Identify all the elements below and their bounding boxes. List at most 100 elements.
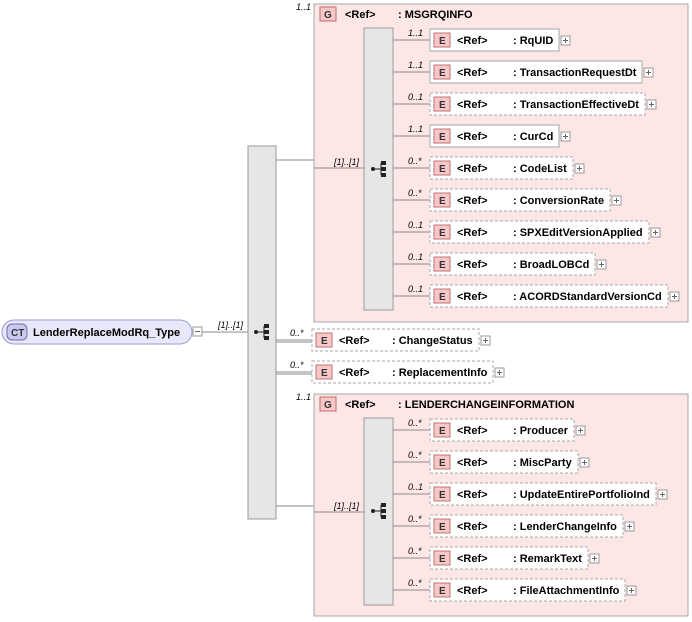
expand-icon[interactable] <box>624 521 635 532</box>
element-cardinality: 0..* <box>408 156 422 166</box>
element-node[interactable]: E<Ref>: ACORDStandardVersionCd <box>429 284 669 308</box>
element-cardinality: 0..* <box>290 328 304 338</box>
expand-icon[interactable] <box>560 35 571 46</box>
group2-name: : LENDERCHANGEINFORMATION <box>398 399 574 411</box>
element-cardinality: 0..* <box>408 546 422 556</box>
element-node[interactable]: E<Ref>: ChangeStatus <box>311 328 480 352</box>
element-node[interactable]: E<Ref>: TransactionRequestDt <box>429 60 643 84</box>
element-ref-label: <Ref> <box>457 457 488 469</box>
element-node[interactable]: E <Ref> : MiscParty <box>429 450 579 474</box>
element-node[interactable]: E<Ref>: CurCd <box>429 124 560 148</box>
svg-text:E: E <box>439 554 446 565</box>
element-cardinality: 1..1 <box>408 60 423 70</box>
element-node[interactable]: E<Ref>: FileAttachmentInfo <box>429 578 626 602</box>
element-ref-label: <Ref> <box>339 367 370 379</box>
element-badge: E <box>315 364 333 380</box>
element-cardinality: 0..* <box>408 450 422 460</box>
element-name: : FileAttachmentInfo <box>513 585 620 597</box>
element-name: : ConversionRate <box>513 195 604 207</box>
expand-icon[interactable] <box>579 457 590 468</box>
element-name: : MiscParty <box>513 457 573 469</box>
svg-text:E: E <box>439 292 446 303</box>
element-name: : CodeList <box>513 163 567 175</box>
element-name: : ACORDStandardVersionCd <box>513 291 662 303</box>
element-node[interactable]: E <Ref> : TransactionEffectiveDt <box>429 92 646 116</box>
element-node[interactable]: E<Ref>: ReplacementInfo <box>311 360 494 384</box>
group1-cardinality: 1..1 <box>296 2 311 12</box>
svg-text:G: G <box>324 10 332 21</box>
element-ref-label: <Ref> <box>457 425 488 437</box>
svg-text:E: E <box>439 586 446 597</box>
element-name: : RemarkText <box>513 553 582 565</box>
svg-text:E: E <box>439 164 446 175</box>
expand-icon[interactable] <box>669 291 680 302</box>
element-node[interactable]: E <Ref> : LenderChangeInfo <box>429 514 624 538</box>
group2-seq-cardinality: [1]..[1] <box>333 501 360 511</box>
expand-icon[interactable] <box>589 553 600 564</box>
element-node[interactable]: E<Ref>: BroadLOBCd <box>429 252 596 276</box>
element-name: : UpdateEntirePortfolioInd <box>513 489 650 501</box>
element-badge: E <box>433 518 451 534</box>
svg-text:E: E <box>439 522 446 533</box>
expand-icon[interactable] <box>626 585 637 596</box>
element-cardinality: 1..1 <box>408 28 423 38</box>
expand-icon[interactable] <box>611 195 622 206</box>
group1-name: : MSGRQINFO <box>398 9 473 21</box>
expand-icon[interactable] <box>650 227 661 238</box>
element-badge: E <box>433 128 451 144</box>
complex-type-name: LenderReplaceModRq_Type <box>33 327 180 339</box>
complex-type-node[interactable]: CT LenderReplaceModRq_Type <box>1 319 193 345</box>
element-ref-label: <Ref> <box>457 489 488 501</box>
element-cardinality: 0..1 <box>408 92 423 102</box>
element-cardinality: 1..1 <box>408 124 423 134</box>
element-ref-label: <Ref> <box>457 99 488 111</box>
svg-text:G: G <box>324 400 332 411</box>
element-ref-label: <Ref> <box>457 163 488 175</box>
element-badge: E <box>433 288 451 304</box>
element-ref-label: <Ref> <box>457 259 488 271</box>
svg-text:E: E <box>321 336 328 347</box>
element-badge: E <box>433 192 451 208</box>
element-node[interactable]: E<Ref>: RemarkText <box>429 546 589 570</box>
element-node[interactable]: E <Ref> : CodeList <box>429 156 574 180</box>
element-badge: E <box>433 224 451 240</box>
element-badge: E <box>433 96 451 112</box>
expand-icon[interactable] <box>596 259 607 270</box>
group2-cardinality: 1..1 <box>296 392 311 402</box>
group-badge: G <box>319 396 337 412</box>
expand-icon[interactable] <box>575 425 586 436</box>
element-node[interactable]: E<Ref>: ConversionRate <box>429 188 611 212</box>
element-node[interactable]: E<Ref>: UpdateEntirePortfolioInd <box>429 482 657 506</box>
expand-icon[interactable] <box>574 163 585 174</box>
element-name: : TransactionRequestDt <box>513 67 637 79</box>
svg-text:E: E <box>439 458 446 469</box>
element-name: : ChangeStatus <box>392 335 473 347</box>
group1-sequence-icon <box>371 161 386 177</box>
element-name: : TransactionEffectiveDt <box>513 99 639 111</box>
element-cardinality: 0..1 <box>408 284 423 294</box>
svg-text:E: E <box>439 196 446 207</box>
expand-icon[interactable] <box>657 489 668 500</box>
element-node[interactable]: E<Ref>: RqUID <box>429 28 560 52</box>
ct-badge: CT <box>11 328 24 339</box>
element-node[interactable]: E<Ref>: SPXEditVersionApplied <box>429 220 650 244</box>
element-node[interactable]: E<Ref>: Producer <box>429 418 575 442</box>
ct-expand-icon[interactable] <box>192 326 203 337</box>
element-badge: E <box>433 550 451 566</box>
element-ref-label: <Ref> <box>457 521 488 533</box>
svg-text:E: E <box>439 426 446 437</box>
element-cardinality: 0..* <box>408 418 422 428</box>
element-badge: E <box>433 256 451 272</box>
expand-icon[interactable] <box>494 367 505 378</box>
expand-icon[interactable] <box>480 335 491 346</box>
element-name: : LenderChangeInfo <box>513 521 617 533</box>
ct-sequence-cardinality: [1]..[1] <box>217 320 244 330</box>
group2-ref-label: <Ref> <box>345 399 376 411</box>
element-badge: E <box>433 582 451 598</box>
element-ref-label: <Ref> <box>457 67 488 79</box>
group-badge: G <box>319 6 337 22</box>
expand-icon[interactable] <box>643 67 654 78</box>
element-ref-label: <Ref> <box>457 131 488 143</box>
expand-icon[interactable] <box>560 131 571 142</box>
expand-icon[interactable] <box>646 99 657 110</box>
